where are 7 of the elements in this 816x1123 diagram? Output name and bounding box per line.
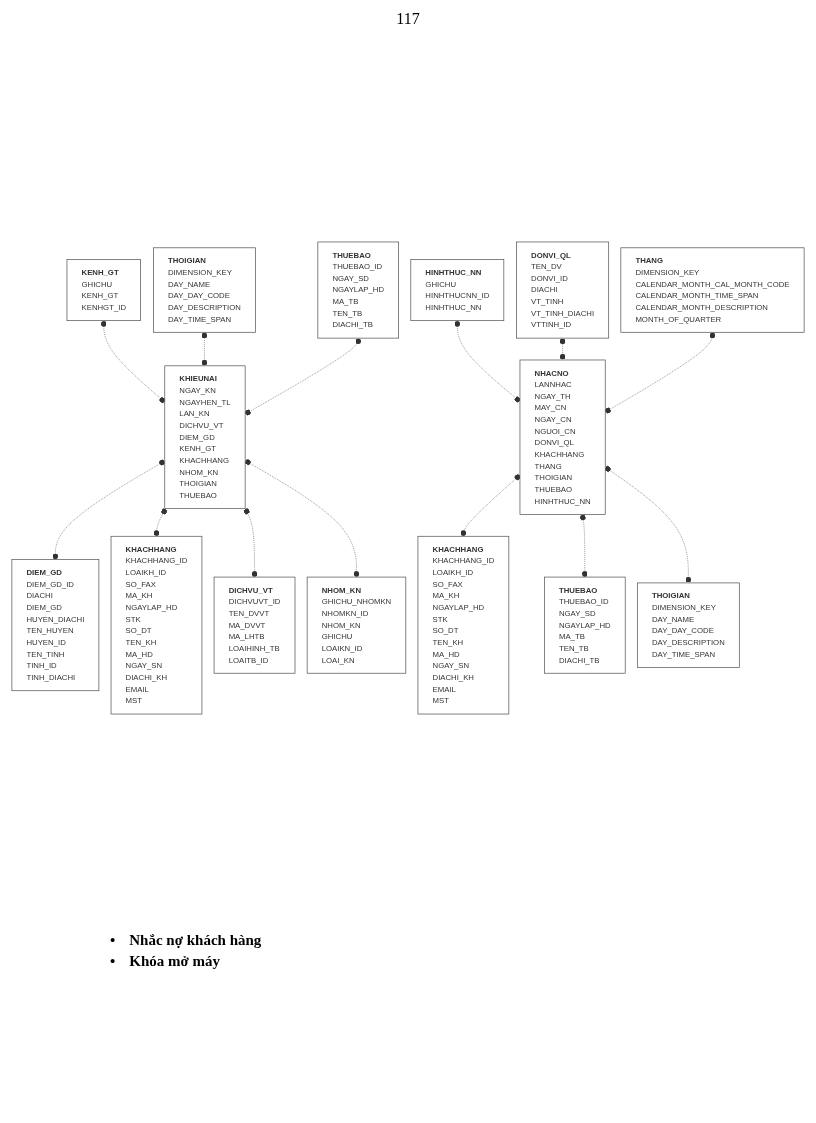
bullet-marker: • [110,953,116,969]
page-number: 117 [395,9,421,28]
section-heading: Nhắc nợ khách hàng [129,932,262,948]
bullet-marker: • [110,932,116,948]
connector [153,508,168,537]
section-heading: Khóa mở máy [129,953,221,969]
connector [559,337,566,361]
